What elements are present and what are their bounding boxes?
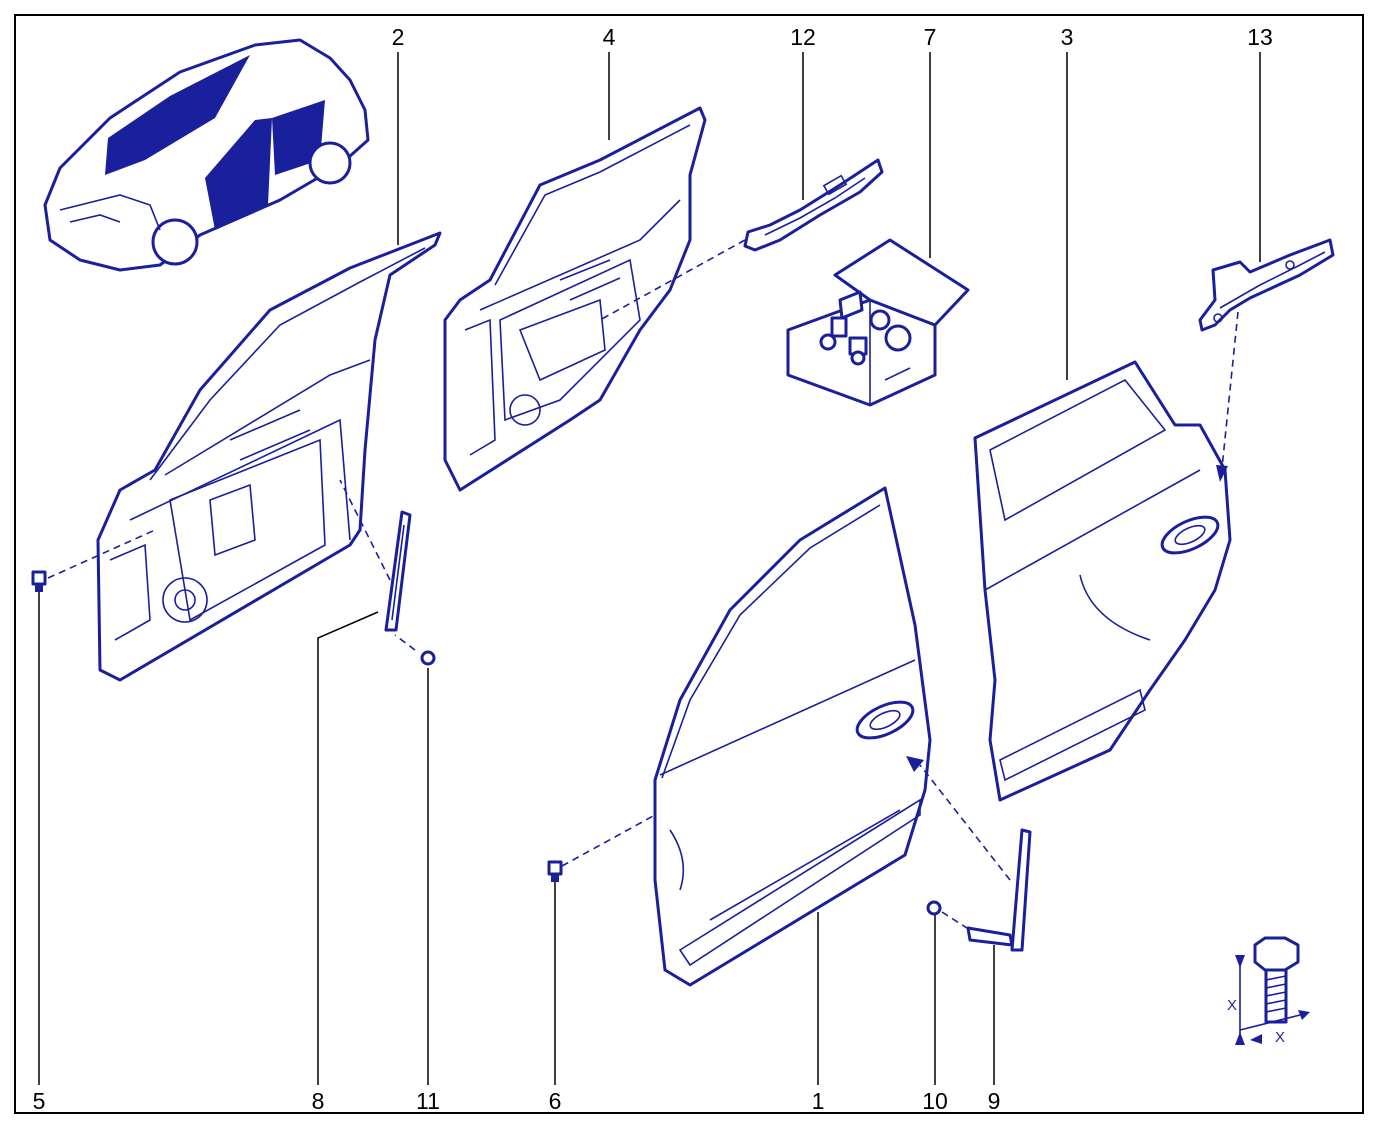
clip-11 [420, 650, 436, 666]
bolt-5 [31, 570, 47, 592]
rear-door-outer-panel [973, 360, 1232, 802]
fastener-kit-box [786, 238, 970, 407]
diagram-frame [14, 14, 1364, 1114]
callout-5: 5 [32, 1088, 46, 1114]
callout-3: 3 [1060, 24, 1074, 50]
bracket-13 [1198, 238, 1335, 332]
front-door-outer-panel [653, 486, 932, 987]
bracket-12 [743, 158, 884, 252]
callout-1: 1 [811, 1088, 825, 1114]
bolt-6 [547, 860, 563, 882]
callout-7: 7 [923, 24, 937, 50]
rear-door-inner-frame [443, 106, 707, 492]
assembly-guides [47, 239, 1239, 931]
bolt-length-label: X [1226, 997, 1238, 1014]
callout-9: 9 [987, 1088, 1001, 1114]
bolt-dimension-icon [1235, 936, 1310, 1045]
callout-10: 10 [922, 1088, 948, 1114]
callout-12: 12 [790, 24, 816, 50]
callout-6: 6 [548, 1088, 562, 1114]
callout-13: 13 [1247, 24, 1273, 50]
trim-strip-9 [966, 828, 1032, 952]
callout-2: 2 [391, 24, 405, 50]
callout-4: 4 [602, 24, 616, 50]
car-overview-icon [43, 38, 370, 272]
leader-lines [38, 52, 1261, 1085]
clip-10 [926, 900, 942, 916]
front-door-inner-frame [96, 231, 442, 682]
callout-11: 11 [416, 1088, 440, 1114]
bolt-diameter-label: X [1274, 1029, 1286, 1046]
trim-strip-8 [384, 510, 412, 632]
callout-8: 8 [311, 1088, 325, 1114]
